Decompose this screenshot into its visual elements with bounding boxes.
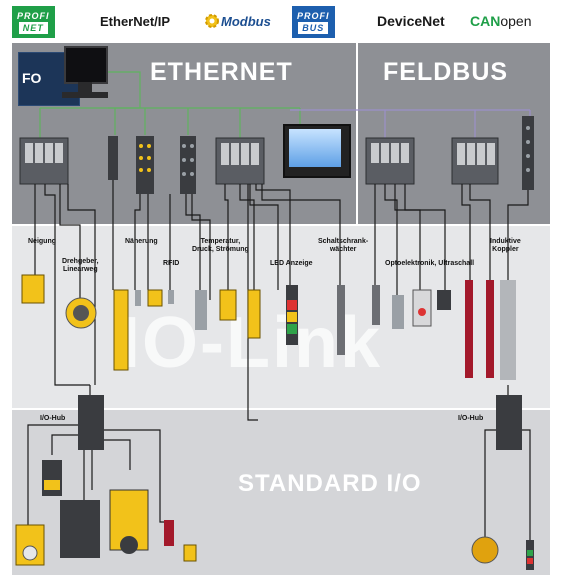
label-schaltschrank: Schaltschrank- wächter (318, 238, 369, 253)
label-optoelektronik: Optoelektronik, Ultraschall (385, 260, 475, 267)
ethernet-title: ETHERNET (150, 58, 293, 86)
io-hubs (78, 395, 522, 450)
label-naeherung: Näherung (125, 238, 158, 245)
ethernet-bus-lines (39, 71, 301, 138)
modbus-logo: Modbus (203, 6, 271, 36)
label-led-anzeige: LED Anzeige (270, 260, 313, 267)
label-rfid: RFID (163, 260, 180, 267)
feldbus-band (358, 43, 550, 224)
profibus-logo: PROFI BUS (292, 6, 335, 38)
devicenet-logo: DeviceNet (377, 13, 445, 29)
modbus-gear-icon (205, 14, 219, 28)
label-neigung: Neigung (28, 238, 56, 245)
ethernet-ip-logo: EtherNet/IP (100, 13, 171, 29)
iolink-cables (34, 180, 529, 421)
iolink-devices (21, 274, 516, 380)
standard-io-devices (15, 460, 534, 570)
label-iohub-left: I/O-Hub (40, 415, 66, 422)
monitor-icon (64, 46, 108, 84)
hmi-screen (289, 129, 341, 167)
io-modules-feldbus (365, 116, 534, 190)
label-induktive-koppler: Induktive Koppler (490, 238, 521, 253)
pc-logo-text: FO (22, 70, 42, 86)
profinet-logo: PROFI NET (12, 6, 55, 38)
feldbus-title: FELDBUS (383, 58, 509, 86)
label-temperatur: Temperatur, Druck, Strömung (192, 238, 249, 253)
io-modules-ethernet (19, 136, 265, 194)
feldbus-lines (290, 109, 531, 138)
monitor-stand (78, 82, 92, 92)
label-iohub-right: I/O-Hub (458, 415, 484, 422)
iolink-band (12, 226, 550, 408)
label-drehgeber: Drehgeber, Linearweg (62, 258, 99, 273)
keyboard-icon (62, 92, 108, 98)
protocol-logo-bar (0, 0, 564, 42)
standard-io-title: STANDARD I/O (238, 470, 422, 497)
